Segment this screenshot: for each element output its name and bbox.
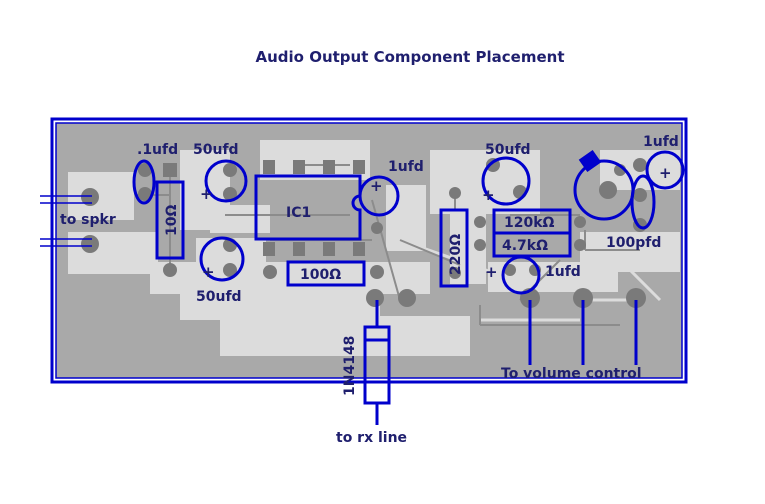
label-to-volume: To volume control [501,366,642,382]
label-ic1: IC1 [286,205,311,221]
capacitor-50ufd-bottom [199,236,245,282]
board-outline [50,117,688,384]
label-1ufd-ic: 1ufd [388,159,424,175]
plus-mark: + [659,164,672,182]
plus-mark: + [482,186,495,204]
plus-mark: + [202,263,215,281]
resistor-100ohm [286,260,366,287]
capacitor-1ufd-ic [358,175,400,217]
resistor-10ohm [155,180,185,260]
label-diode: 1N4148 [342,336,358,396]
plus-mark: + [370,177,383,195]
label-50ufd-right: 50ufd [485,142,531,158]
label-50ufd-bottom: 50ufd [196,289,242,305]
capacitor-1ufd-corner [645,150,685,190]
label-1ufd-corner: 1ufd [643,134,679,150]
label-1ufd-bottom: 1ufd [545,264,581,280]
label-100pfd: 100pfd [606,235,661,251]
capacitor-100pfd [630,174,656,230]
label-10ohm: 10Ω [164,205,180,236]
label-4k7: 4.7kΩ [502,238,548,254]
label-to-rx: to rx line [336,430,407,446]
capacitor-point1ufd [132,159,156,205]
diagram-title: Audio Output Component Placement [255,48,565,66]
components [40,149,685,425]
capacitor-1ufd-bottom [501,255,541,295]
capacitor-50ufd-right [481,156,531,206]
copper-traces [68,140,680,356]
label-220ohm: 220Ω [448,234,464,275]
label-100ohm: 100Ω [300,267,341,283]
label-point1ufd: .1ufd [137,142,178,158]
plus-mark: + [485,263,498,281]
resistor-220ohm [439,208,469,288]
label-50ufd-top: 50ufd [193,142,239,158]
capacitor-50ufd-top [204,159,248,203]
resistor-4k7 [492,231,572,258]
plus-mark: + [200,185,213,203]
label-120k: 120kΩ [504,215,555,231]
label-to-spkr: to spkr [60,212,116,228]
